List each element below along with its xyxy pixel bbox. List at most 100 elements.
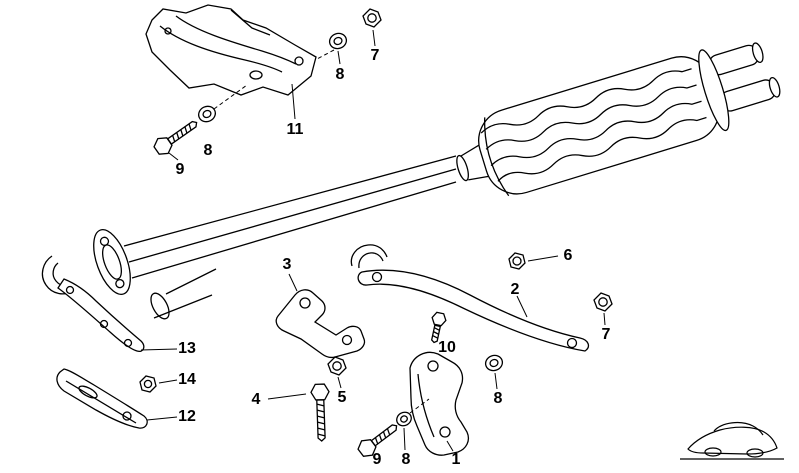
- washer-inner: [400, 415, 408, 423]
- bracket-outline: [56, 368, 148, 429]
- leader-line: [337, 376, 342, 389]
- washer-8-top-left: [198, 105, 216, 123]
- shield-fold: [230, 9, 271, 36]
- nut-outline: [362, 8, 382, 28]
- washer-inner: [333, 36, 343, 46]
- leader-line: [337, 50, 341, 65]
- assembly-dashed-line: [409, 398, 430, 414]
- arm-outline: [57, 278, 145, 352]
- hex-bolt-10: [430, 311, 447, 344]
- front-pipe: [123, 155, 457, 320]
- callout-9-bottom: 9: [372, 451, 382, 468]
- tailpipe-end: [751, 42, 764, 64]
- flange-hole: [115, 278, 125, 289]
- callout-4: 4: [251, 391, 261, 408]
- leader-line: [446, 440, 454, 452]
- callout-3: 3: [282, 256, 292, 273]
- washer-inner: [202, 109, 212, 119]
- leader-line: [603, 312, 606, 326]
- car-body: [687, 426, 778, 455]
- nut-bore: [598, 297, 608, 307]
- leader-line: [267, 393, 307, 400]
- car-icon: [680, 421, 784, 460]
- nut-bore: [143, 379, 153, 389]
- shield-hole: [294, 56, 304, 66]
- hex-nut-7-top: [362, 8, 382, 28]
- callout-7-right: 7: [601, 326, 611, 343]
- washer-outer: [484, 354, 504, 372]
- bracket-12: [56, 368, 148, 429]
- washer-8-bottom: [396, 411, 412, 427]
- leader-line: [168, 152, 179, 161]
- leader-lines: [140, 29, 606, 452]
- bolt-shank: [370, 424, 398, 447]
- clamp-outer: [350, 244, 388, 267]
- callout-8-top: 8: [335, 66, 345, 83]
- callout-8-right: 8: [493, 390, 503, 407]
- leader-line: [516, 295, 528, 318]
- callout-6: 6: [563, 247, 573, 264]
- flange: [93, 228, 131, 296]
- rib-line: [480, 68, 692, 134]
- nut-bore: [512, 256, 522, 266]
- washer-8-top: [328, 32, 348, 50]
- bracket-hole: [123, 338, 133, 348]
- shield-crease: [175, 15, 297, 65]
- bolt-head: [431, 311, 447, 327]
- bracket-hole: [65, 285, 75, 295]
- bolt-threads: [374, 428, 391, 445]
- pipe-seam-line: [128, 168, 457, 263]
- inlet-end: [456, 154, 469, 182]
- hex-bolt-9-bottom: [357, 424, 398, 457]
- pipe-bottom-line: [131, 181, 457, 279]
- bracket-hole: [566, 337, 578, 349]
- callout-10: 10: [438, 339, 456, 356]
- washer-outer: [198, 105, 216, 123]
- callout-8-top-left: 8: [203, 142, 213, 159]
- shield-hole: [164, 27, 172, 35]
- bracket-hole: [427, 360, 439, 372]
- leader-line: [288, 273, 298, 292]
- callout-11: 11: [286, 121, 304, 138]
- nut-outline: [508, 252, 526, 270]
- bracket-slot: [78, 385, 98, 399]
- assembly-dashed-line: [314, 49, 335, 61]
- bracket-outline: [409, 351, 470, 456]
- nut-bore: [367, 13, 377, 23]
- leader-line: [291, 83, 296, 120]
- washer-outer: [396, 411, 412, 427]
- leader-line: [158, 379, 178, 384]
- callout-7-top: 7: [370, 47, 380, 64]
- bolt-threads: [432, 327, 440, 339]
- bolt-head: [153, 137, 173, 155]
- hex-nut-14: [139, 375, 157, 393]
- nut-bore: [332, 361, 342, 371]
- bracket-3: [275, 289, 366, 359]
- callout-1: 1: [451, 451, 461, 468]
- bolt-head: [357, 439, 377, 457]
- bracket-outline: [275, 289, 366, 359]
- leader-line: [494, 372, 498, 390]
- car-wheel: [746, 448, 764, 458]
- bracket-hole: [439, 426, 451, 438]
- hex-nut-5: [327, 356, 347, 376]
- nut-outline: [593, 292, 613, 312]
- callout-12: 12: [178, 408, 196, 425]
- bracket-fold: [65, 380, 137, 424]
- washer-outer: [328, 32, 348, 50]
- leader-line: [372, 29, 376, 47]
- leader-line: [146, 416, 178, 421]
- rib-line: [490, 100, 702, 167]
- rib-line: [485, 84, 697, 150]
- car-wheel: [704, 447, 722, 457]
- hex-bolt-4: [310, 383, 330, 442]
- bracket-1: [409, 351, 470, 456]
- muffler: [456, 42, 781, 197]
- bolt-threads: [172, 123, 192, 142]
- tailpipe-end: [768, 76, 781, 98]
- callout-2: 2: [510, 281, 520, 298]
- muffler-body: [478, 56, 721, 195]
- flange-hole: [99, 236, 110, 246]
- bracket-fold: [417, 373, 435, 438]
